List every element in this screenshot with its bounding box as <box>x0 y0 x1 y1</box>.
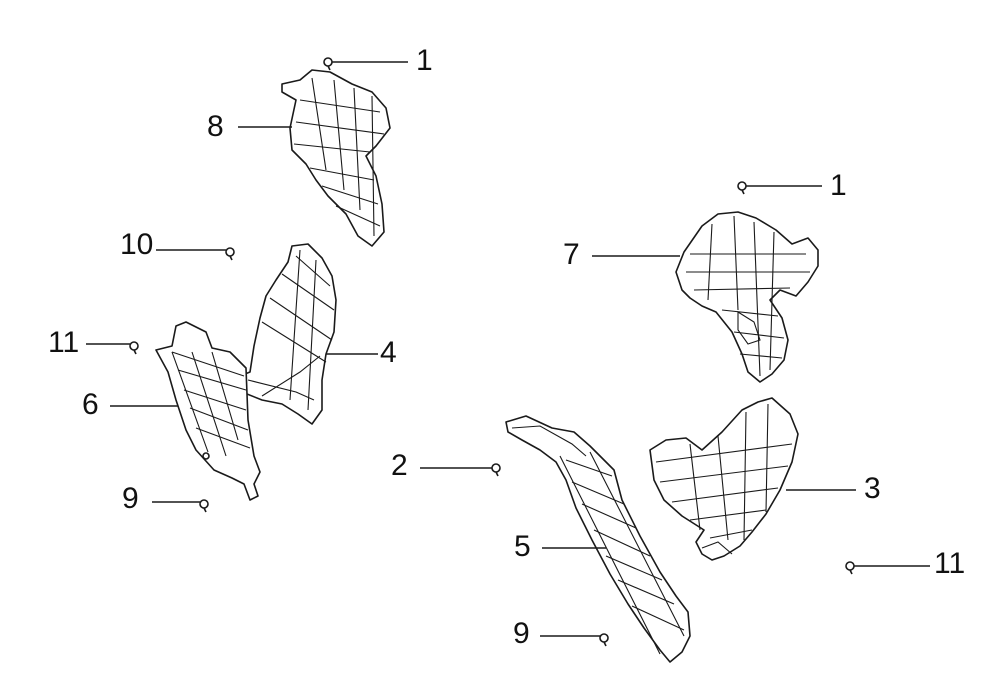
part-4-panel <box>233 243 337 425</box>
callout-7: 7 <box>563 238 580 271</box>
callout-labels: 1 8 1 10 7 11 4 6 2 3 9 5 11 9 <box>48 44 965 650</box>
screw-icon <box>199 499 209 513</box>
callout-9-left: 9 <box>122 482 139 515</box>
screw-icon <box>599 633 609 647</box>
callout-11-left: 11 <box>48 326 79 359</box>
screw-icon <box>737 181 747 195</box>
fasteners <box>129 57 855 647</box>
callout-9-bottom: 9 <box>513 617 530 650</box>
callout-5: 5 <box>514 530 531 563</box>
callout-1-top: 1 <box>416 44 433 77</box>
part-3-cover <box>649 397 799 561</box>
callout-4: 4 <box>380 336 397 369</box>
callout-6: 6 <box>82 388 99 421</box>
callout-3: 3 <box>864 472 881 505</box>
part-8-panel <box>281 69 391 247</box>
callout-10: 10 <box>120 228 153 261</box>
screw-icon <box>129 341 139 355</box>
part-5-bracket <box>505 415 691 663</box>
callout-11-right: 11 <box>934 547 965 580</box>
screw-icon <box>491 463 501 477</box>
part-7-cover <box>675 211 819 383</box>
leader-lines <box>86 61 930 637</box>
screw-icon <box>845 561 855 575</box>
part-6-bracket <box>155 321 261 501</box>
callout-1-right: 1 <box>830 169 847 202</box>
screw-icon <box>323 57 333 71</box>
screw-icon <box>225 247 235 261</box>
callout-2: 2 <box>391 449 408 482</box>
callout-8: 8 <box>207 110 224 143</box>
